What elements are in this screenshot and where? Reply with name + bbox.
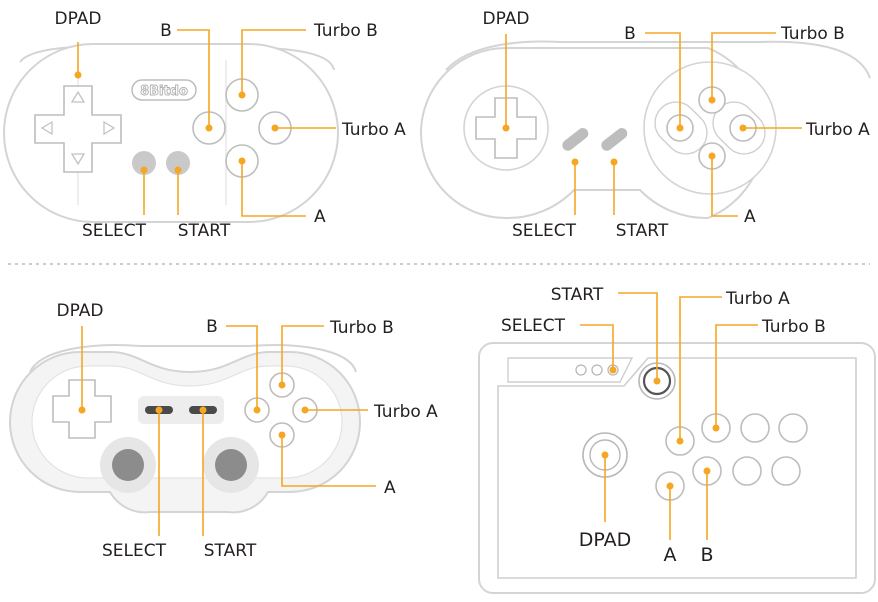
controller-arcade-button (732, 456, 762, 486)
label-turbo-a: Turbo A (805, 120, 870, 140)
callout-dot (140, 166, 148, 174)
label-start: START (551, 285, 604, 305)
controller-zero: 8Bitdo DPAD B Turbo B Turbo A A SELECT S… (3, 9, 406, 241)
controller-n64-right-stick (215, 449, 247, 481)
dpad-down-arrow-icon (70, 153, 86, 166)
controller-snes-select-button (562, 128, 589, 151)
label-b: B (160, 21, 172, 41)
label-dpad: DPAD (55, 9, 102, 29)
controller-arcade-top-strip (507, 357, 634, 383)
label-dpad: DPAD (579, 529, 632, 551)
label-a: A (384, 478, 396, 498)
callout-dot (205, 124, 213, 132)
controller-arcade-small-button (575, 364, 587, 376)
label-b: B (206, 317, 218, 337)
controller-snes-button-channel (654, 101, 708, 155)
callout-dot (601, 451, 609, 459)
controller-zero-select-button (132, 151, 156, 175)
callout-dot (238, 157, 246, 165)
dpad-up-arrow-icon (70, 90, 86, 103)
callout-dot (74, 71, 82, 79)
callout-dot (708, 152, 716, 160)
leader-line (711, 32, 776, 100)
label-select: SELECT (102, 541, 167, 561)
controller-arcade: START Turbo A SELECT Turbo B DPAD A B (478, 285, 876, 594)
label-turbo-a: Turbo A (373, 402, 438, 422)
controller-zero-start-button (166, 151, 190, 175)
callout-dot (610, 158, 618, 166)
callout-dot (703, 467, 711, 475)
leader-line (645, 32, 681, 128)
label-select: SELECT (82, 221, 147, 241)
label-select: SELECT (501, 316, 566, 336)
callout-dot (571, 158, 579, 166)
callout-dot (278, 431, 286, 439)
callout-dot (271, 124, 279, 132)
callout-dot (502, 124, 510, 132)
leader-line (177, 29, 210, 128)
leader-line (711, 156, 738, 217)
callout-dot (676, 124, 684, 132)
label-a: A (664, 544, 677, 566)
callout-dot (609, 366, 617, 374)
label-turbo-b: Turbo B (761, 317, 826, 337)
label-dpad: DPAD (57, 301, 104, 321)
callout-dot (199, 406, 207, 414)
callout-dot (708, 96, 716, 104)
controller-n64: DPAD B Turbo B Turbo A A SELECT START (9, 301, 438, 561)
controller-snes-start-button (601, 128, 628, 151)
controller-arcade-button (778, 413, 808, 443)
callout-dot (155, 406, 163, 414)
callout-dot (666, 482, 674, 490)
label-turbo-b: Turbo B (780, 24, 845, 44)
label-select: SELECT (512, 221, 577, 241)
dpad-left-arrow-icon (40, 120, 53, 136)
label-b: B (700, 544, 713, 566)
callout-dot (78, 406, 86, 414)
leader-line (679, 296, 722, 441)
controller-arcade-button (771, 456, 801, 486)
dpad-right-arrow-icon (103, 120, 116, 136)
callout-dot (174, 166, 182, 174)
leader-line (715, 324, 758, 428)
label-a: A (314, 207, 326, 227)
controller-n64-left-stick (112, 449, 144, 481)
controller-arcade-panel (497, 357, 857, 579)
callout-dot (301, 406, 309, 414)
leader-line (241, 161, 306, 217)
logo-8bitdo: 8Bitdo (140, 84, 188, 99)
leader-line (618, 292, 658, 381)
controller-arcade-button (740, 413, 770, 443)
label-b: B (624, 24, 636, 44)
controller-snes-shoulders (445, 40, 871, 79)
label-turbo-b: Turbo B (329, 318, 394, 338)
callout-dot (712, 424, 720, 432)
label-turbo-a: Turbo A (725, 289, 790, 309)
label-start: START (204, 541, 257, 561)
callout-dot (278, 381, 286, 389)
callout-dot (653, 377, 661, 385)
controller-arcade-select-button (591, 364, 603, 376)
label-turbo-a: Turbo A (341, 120, 406, 140)
callout-dot (739, 124, 747, 132)
leader-line (226, 325, 258, 410)
label-turbo-b: Turbo B (313, 21, 378, 41)
leader-line (580, 324, 614, 370)
label-start: START (616, 221, 669, 241)
leader-line (281, 325, 324, 385)
label-a: A (744, 207, 756, 227)
controller-zero-dpad (34, 85, 122, 173)
controller-snes: DPAD B Turbo B Turbo A A SELECT START (420, 9, 871, 241)
leader-line (241, 29, 306, 95)
callout-dot (676, 437, 684, 445)
label-dpad: DPAD (483, 9, 530, 29)
controller-n64-shoulders (29, 344, 357, 373)
callout-dot (253, 406, 261, 414)
logo-badge (131, 79, 197, 101)
leader-line (281, 435, 376, 487)
label-start: START (178, 221, 231, 241)
callout-dot (238, 91, 246, 99)
